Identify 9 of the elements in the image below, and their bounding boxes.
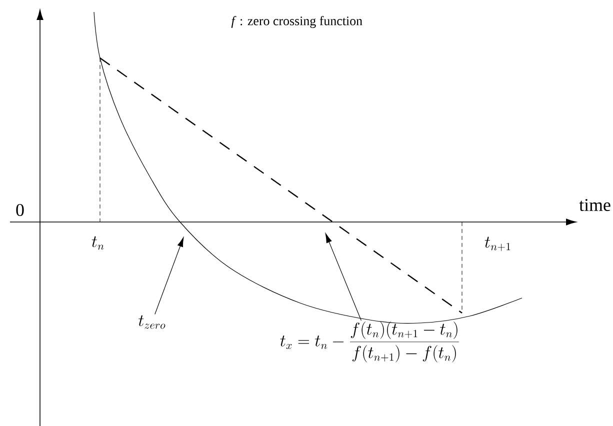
leader-arrow xyxy=(325,233,362,321)
point-label: $t_{zero}$ xyxy=(138,315,166,329)
tick-label: $t_{n+1}$ xyxy=(484,236,510,252)
origin-label: 0 xyxy=(16,204,24,216)
curve-label: f : zero crossing function xyxy=(231,16,362,28)
leader-arrow xyxy=(154,237,184,315)
formula-label: $t_x = t_n - \frac{f(t_n)(t_{n+1}-t_n)}{f(t_{n+1})-f(t_n)}$ xyxy=(280,322,459,362)
axis-label: time xyxy=(579,198,610,212)
tick-label: $t_n$ xyxy=(92,236,104,250)
